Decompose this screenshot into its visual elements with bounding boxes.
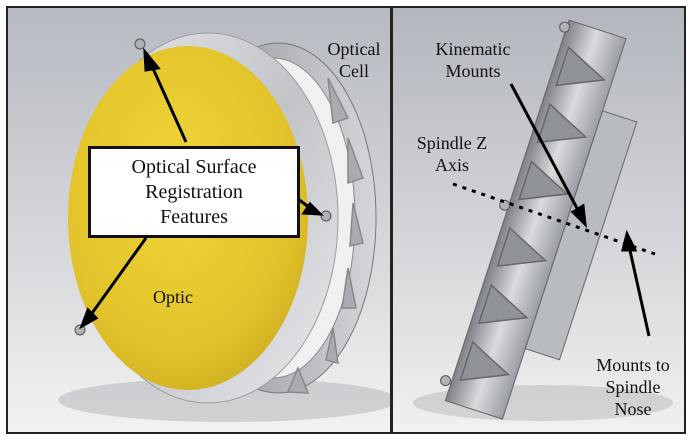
registration-ball-top bbox=[134, 38, 146, 50]
spindle-nose-mounts-label: Mounts to Spindle Nose bbox=[596, 355, 670, 419]
callout-line-2: Registration bbox=[145, 180, 243, 203]
arrow-to-spindle-nose bbox=[627, 245, 651, 337]
right-panel: Kinematic Mounts Spindle Z Axis Mounts t… bbox=[391, 6, 686, 434]
callout-line-1: Optical Surface bbox=[131, 155, 257, 178]
registration-features-callout: Optical Surface Registration Features bbox=[88, 146, 300, 238]
optic-label: Optic bbox=[153, 287, 193, 307]
registration-ball-right bbox=[320, 210, 332, 222]
optical-cell-label: Optical Cell bbox=[327, 39, 381, 81]
arrow-to-bottom-feature bbox=[88, 237, 148, 317]
callout-line-3: Features bbox=[160, 205, 228, 228]
arrow-to-top-feature bbox=[149, 63, 188, 143]
right-render bbox=[393, 8, 684, 432]
registration-ball-bottom bbox=[74, 324, 86, 336]
cell-edge-view bbox=[440, 19, 638, 420]
left-panel: Optical Surface Registration Features Op… bbox=[6, 6, 392, 434]
spindle-axis-label: Spindle Z Axis bbox=[416, 133, 488, 175]
kinematic-mounts-label: Kinematic Mounts bbox=[435, 39, 511, 81]
arrow-to-kinematic-mounts bbox=[509, 83, 581, 213]
